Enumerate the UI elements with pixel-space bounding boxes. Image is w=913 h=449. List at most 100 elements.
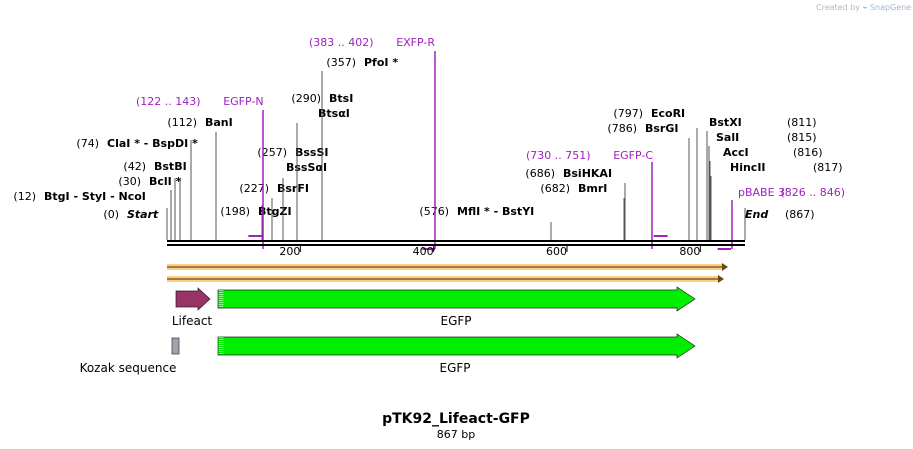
site-position: (816): [793, 146, 823, 159]
site-name: BssSI: [295, 146, 329, 159]
orf-arrow: [167, 263, 728, 271]
start-label: Start: [127, 208, 159, 221]
feature-label: Lifeact: [172, 314, 213, 328]
site-position: (682): [540, 182, 570, 195]
feature-label: Kozak sequence: [80, 361, 177, 375]
restriction-site: SalI (815): [708, 131, 817, 240]
feature-arrow-body: [217, 286, 696, 312]
feature-kozak: Kozak sequence: [80, 337, 180, 375]
start-position: (0): [103, 208, 119, 221]
feature-arrow-body: [217, 333, 696, 359]
axis-tick-label: 800: [679, 245, 700, 258]
restriction-site: (257) BssSI: [257, 146, 329, 240]
site-name: BanI: [205, 116, 233, 129]
axis-tick-label: 600: [546, 245, 567, 258]
restriction-site: BstXI (811): [706, 116, 817, 240]
restriction-site: HincII (817): [710, 161, 843, 240]
primer-range: (730 .. 751): [526, 149, 591, 162]
site-name: BssSαI: [286, 161, 327, 174]
restriction-site: (42)BstBI: [123, 160, 187, 240]
site-position: (198): [220, 205, 250, 218]
site-name: BtgI - StyI - NcoI: [44, 190, 146, 203]
site-position: (227): [239, 182, 269, 195]
primer-name: EXFP-R: [396, 36, 435, 49]
primer: (826 .. 846) pBABE 3': [717, 186, 845, 250]
site-position: (815): [787, 131, 817, 144]
site-position: (12): [13, 190, 36, 203]
primer: (122 .. 143) EGFP-N: [136, 95, 264, 249]
site-name: AccI: [723, 146, 749, 159]
orf-head: [722, 263, 728, 271]
credit-brand: SnapGene: [869, 3, 912, 12]
primer-range: (122 .. 143): [136, 95, 201, 108]
plasmid-title: pTK92_Lifeact-GFP: [382, 411, 530, 427]
site-position: (817): [813, 161, 843, 174]
restriction-site: (290)BtsI: [291, 92, 353, 240]
feature-box: [171, 337, 180, 355]
feature-lifeact: Lifeact: [172, 287, 213, 328]
restriction-site: (112) BanI: [167, 116, 233, 240]
restriction-site: (786)BsrGI: [607, 122, 690, 240]
site-position: (257): [257, 146, 287, 159]
site-name: PfoI *: [364, 56, 398, 69]
site-name: BtsαI: [318, 107, 350, 120]
backbone-bottom-strand: [167, 244, 745, 246]
site-name: ClaI * - BspDI *: [107, 137, 198, 150]
axis-tick-label: 400: [413, 245, 434, 258]
primer-name: EGFP-C: [613, 149, 653, 162]
site-name: BsrFI: [277, 182, 309, 195]
primer-range: (826 .. 846): [780, 186, 845, 199]
restriction-site: (198)BtgZI: [220, 205, 292, 240]
site-name: SalI: [716, 131, 739, 144]
end-label: End: [745, 208, 768, 221]
restriction-site: BssSαI: [286, 161, 327, 174]
feature-egfp-2: EGFP: [217, 333, 696, 375]
site-position: (42): [123, 160, 146, 173]
site-name: HincII: [730, 161, 766, 174]
feature-arrow-body: [175, 287, 211, 311]
site-position: (112): [167, 116, 197, 129]
orf-head: [718, 275, 724, 283]
primer: (730 .. 751) EGFP-C: [526, 149, 668, 249]
plasmid-length: 867 bp: [437, 428, 475, 441]
axis-tick-label: 200: [279, 245, 300, 258]
site-position: (786): [607, 122, 637, 135]
site-name: BclI *: [149, 175, 182, 188]
feature-egfp: EGFP: [217, 286, 696, 328]
primer-range: (383 .. 402): [309, 36, 374, 49]
site-name: MflI * - BstYI: [457, 205, 534, 218]
backbone-top-strand: [167, 240, 745, 242]
orf-arrow: [167, 275, 724, 283]
feature-label: EGFP: [440, 314, 471, 328]
end-position: (867): [785, 208, 815, 221]
site-position: (357): [326, 56, 356, 69]
site-name: BstXI: [709, 116, 742, 129]
primer: (383 .. 402) EXFP-R: [309, 36, 436, 250]
site-position: (576): [419, 205, 449, 218]
restriction-site: AccI (816): [709, 146, 823, 240]
restriction-site: (227) BsrFI: [239, 182, 309, 240]
restriction-site: (682) BmrI: [540, 182, 625, 240]
restriction-site: (74) ClaI * - BspDI *: [76, 137, 198, 240]
restriction-site: (357) PfoI *: [321, 56, 398, 240]
site-name: BsiHKAI: [563, 167, 612, 180]
restriction-site: (686) BsiHKAI: [525, 167, 626, 240]
site-name: BmrI: [578, 182, 607, 195]
site-position: (811): [787, 116, 817, 129]
restriction-site: (797)EcoRI: [613, 107, 698, 240]
site-name: BtsI: [329, 92, 353, 105]
restriction-site: (576) MflI * - BstYI: [419, 205, 552, 240]
site-position: (797): [613, 107, 643, 120]
snapgene-logo-icon: ⌁: [862, 3, 868, 12]
restriction-site: BtsαI: [318, 107, 350, 120]
restriction-site: (12) BtgI - StyI - NcoI: [13, 190, 172, 240]
restriction-site: (30) BclI *: [118, 175, 182, 240]
feature-label: EGFP: [439, 361, 470, 375]
site-position: (686): [525, 167, 555, 180]
site-position: (74): [76, 137, 99, 150]
primer-name: pBABE 3': [738, 186, 788, 199]
site-position: (30): [118, 175, 141, 188]
snapgene-credit: Created by ⌁ SnapGene: [816, 3, 911, 12]
credit-prefix: Created by: [816, 3, 861, 12]
